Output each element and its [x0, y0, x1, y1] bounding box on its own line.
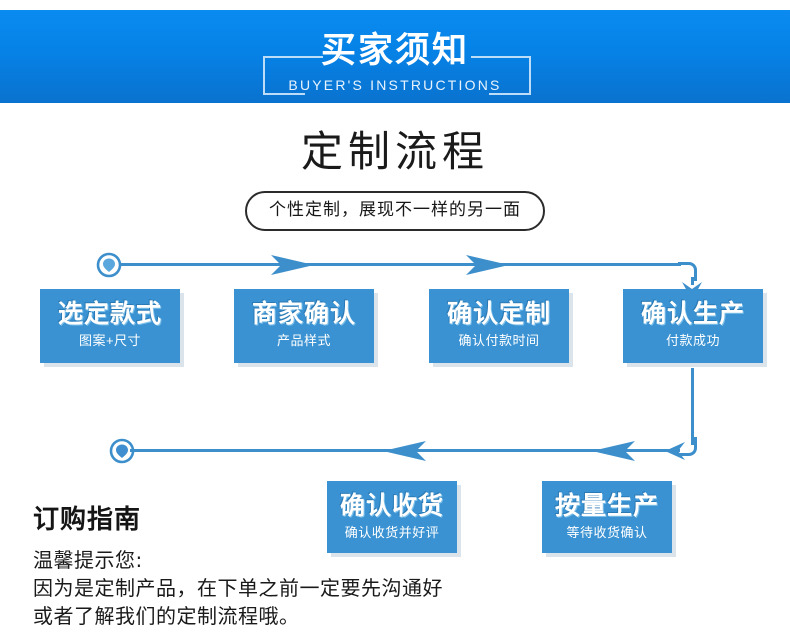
banner-title: 买家须知 — [320, 31, 469, 71]
guide-line-3: 或者了解我们的定制流程哦。 — [33, 604, 300, 628]
flow-line-row1 — [121, 263, 681, 266]
flow-corner-row2-right — [678, 437, 697, 456]
flow-box-row1-3[interactable]: 确认定制 确认付款时间 — [429, 289, 569, 363]
flow-box-row2-1[interactable]: 确认收货 确认收货并好评 — [327, 481, 457, 553]
flow-box-title: 确认收货 — [339, 491, 444, 520]
flow-box-title: 选定款式 — [57, 299, 162, 328]
flow-arrow-left-2-icon — [592, 441, 635, 461]
flow-box-title: 商家确认 — [251, 299, 356, 328]
flow-start-marker-icon — [96, 252, 122, 278]
bracket-left-vertical — [263, 56, 265, 95]
flow-line-right-vertical — [691, 368, 694, 445]
banner-decoration — [0, 10, 790, 103]
flow-box-subtitle: 付款成功 — [665, 333, 720, 348]
flow-box-subtitle: 图案+尺寸 — [78, 333, 142, 348]
flow-corner-row1-right — [678, 262, 697, 281]
bracket-bottom-right — [489, 93, 531, 95]
flow-arrow-right-1-icon — [271, 255, 314, 275]
guide-title: 订购指南 — [33, 505, 142, 535]
guide-line-2: 因为是定制产品，在下单之前一定要先沟通好 — [33, 576, 443, 600]
bracket-bottom-left — [263, 93, 305, 95]
flow-box-subtitle: 确认收货并好评 — [344, 525, 440, 540]
flow-arrow-left-3-icon — [665, 442, 685, 460]
bracket-top-left — [263, 56, 323, 58]
flow-line-down-to-box4 — [691, 277, 694, 285]
flow-box-row1-2[interactable]: 商家确认 产品样式 — [234, 289, 374, 363]
flow-box-title: 确认生产 — [640, 299, 745, 328]
bracket-top-right — [471, 56, 531, 58]
banner-subtitle: BUYER'S INSTRUCTIONS — [288, 77, 502, 93]
flow-box-subtitle: 确认付款时间 — [458, 333, 540, 348]
flow-box-row1-4[interactable]: 确认生产 付款成功 — [623, 289, 763, 363]
flow-end-marker-icon — [109, 438, 135, 464]
guide-body: 温馨提示您: 因为是定制产品，在下单之前一定要先沟通好 或者了解我们的定制流程哦… — [33, 546, 443, 630]
flow-box-title: 按量生产 — [554, 491, 659, 520]
flow-box-subtitle: 产品样式 — [276, 333, 331, 348]
bracket-right-vertical — [529, 56, 531, 95]
section-title: 定制流程 — [300, 127, 489, 176]
flow-box-subtitle: 等待收货确认 — [566, 525, 648, 540]
flow-box-row1-1[interactable]: 选定款式 图案+尺寸 — [40, 289, 180, 363]
header-banner: 买家须知 BUYER'S INSTRUCTIONS — [0, 10, 790, 103]
flow-box-title: 确认定制 — [446, 299, 551, 328]
flow-arrow-left-1-icon — [383, 441, 426, 461]
section-tagline-pill: 个性定制，展现不一样的另一面 — [245, 191, 545, 231]
flow-arrow-right-2-icon — [466, 255, 509, 275]
flow-box-row2-2[interactable]: 按量生产 等待收货确认 — [542, 481, 672, 553]
guide-line-1: 温馨提示您: — [33, 548, 143, 572]
